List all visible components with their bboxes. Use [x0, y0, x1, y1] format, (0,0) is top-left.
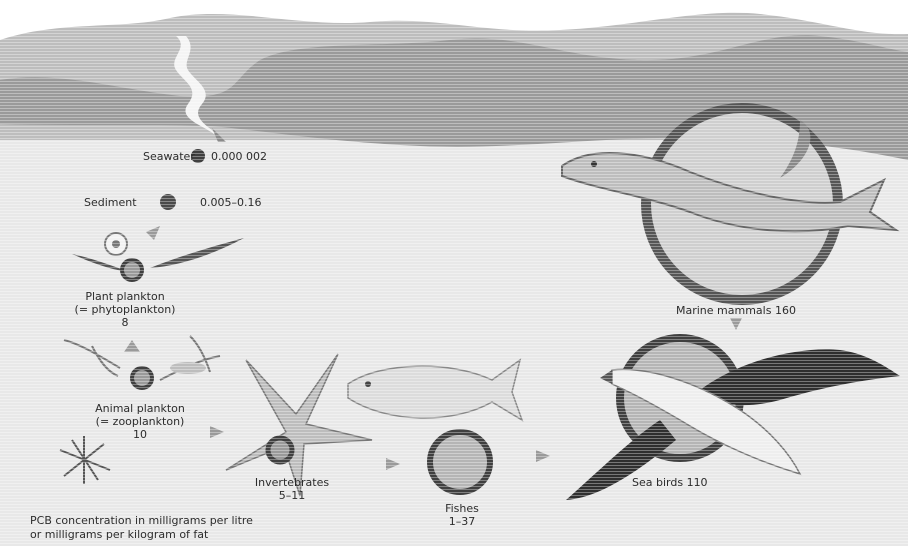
sediment-value: 0.005–0.16 — [200, 196, 261, 209]
animal-plankton-line1: Animal plankton — [95, 402, 185, 415]
animal-plankton-line2: (= zooplankton) — [95, 415, 185, 428]
plant-plankton-label: Plant plankton (= phytoplankton) 8 — [75, 290, 176, 329]
animal-plankton-label: Animal plankton (= zooplankton) 10 — [95, 402, 185, 441]
invertebrates-line1: Invertebrates — [255, 476, 329, 489]
invertebrates-label: Invertebrates 5–11 — [255, 476, 329, 502]
fishes-line1: Fishes — [445, 502, 479, 515]
fishes-label: Fishes 1–37 — [445, 502, 479, 528]
invertebrates-value: 5–11 — [255, 489, 329, 502]
animal-plankton-value: 10 — [95, 428, 185, 441]
sediment-label: Sediment — [84, 196, 137, 209]
plant-plankton-line1: Plant plankton — [75, 290, 176, 303]
seawater-label: Seawater — [143, 150, 195, 163]
footnote: PCB concentration in milligrams per litr… — [30, 514, 253, 542]
sea-birds-label: Sea birds 110 — [632, 476, 708, 489]
plant-plankton-line2: (= phytoplankton) — [75, 303, 176, 316]
plant-plankton-value: 8 — [75, 316, 176, 329]
fishes-value: 1–37 — [445, 515, 479, 528]
seawater-value: 0.000 002 — [211, 150, 267, 163]
footnote-line2: or milligrams per kilogram of fat — [30, 528, 253, 542]
footnote-line1: PCB concentration in milligrams per litr… — [30, 514, 253, 528]
marine-mammals-label: Marine mammals 160 — [676, 304, 796, 317]
